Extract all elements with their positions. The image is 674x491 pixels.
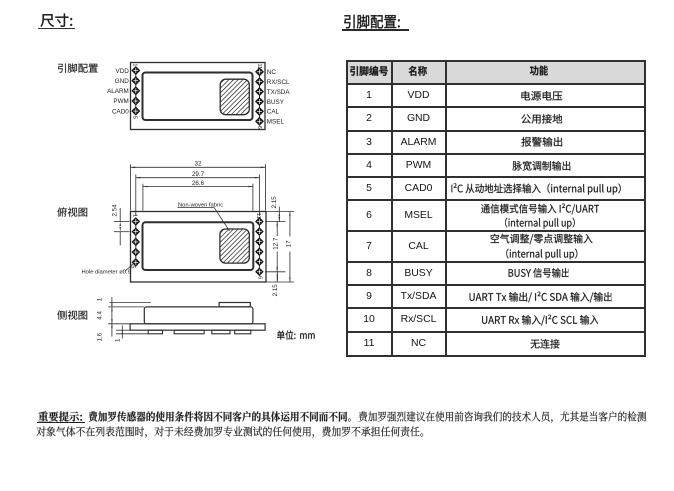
svg-text:Non-woven fabric: Non-woven fabric [178, 202, 223, 208]
svg-text:MSEL: MSEL [267, 119, 285, 126]
svg-text:GND: GND [115, 78, 129, 85]
svg-text:ALARM: ALARM [107, 88, 129, 95]
svg-text:PWM: PWM [113, 98, 128, 105]
svg-text:26.6: 26.6 [192, 180, 205, 187]
svg-text:2.15: 2.15 [272, 284, 279, 297]
svg-text:Hole diameter ø0.9: Hole diameter ø0.9 [82, 270, 131, 276]
svg-text:1.6: 1.6 [97, 332, 104, 341]
svg-text:4.4: 4.4 [97, 311, 104, 320]
svg-text:NC: NC [267, 69, 277, 76]
svg-text:RX/SCL: RX/SCL [267, 79, 290, 86]
svg-text:TX/SDA: TX/SDA [267, 89, 291, 96]
svg-text:17: 17 [285, 240, 292, 247]
svg-text:11: 11 [256, 63, 262, 69]
svg-text:5: 5 [130, 265, 136, 268]
svg-text:1: 1 [97, 297, 104, 301]
svg-text:VDD: VDD [116, 68, 130, 75]
svg-text:2.54: 2.54 [112, 204, 119, 217]
svg-text:BUSY: BUSY [267, 99, 285, 106]
svg-text:6: 6 [256, 276, 262, 279]
svg-text:1: 1 [132, 63, 138, 66]
svg-text:CAL: CAL [267, 109, 280, 116]
svg-text:29.7: 29.7 [192, 171, 205, 178]
svg-text:6: 6 [256, 126, 262, 129]
svg-text:1: 1 [131, 214, 137, 217]
svg-text:1: 1 [115, 338, 122, 342]
svg-text:32: 32 [195, 161, 202, 168]
svg-text:2.15: 2.15 [271, 196, 278, 209]
svg-text:11: 11 [255, 213, 261, 219]
svg-text:CAD0: CAD0 [112, 108, 129, 115]
svg-text:12.7: 12.7 [273, 237, 280, 250]
svg-text:5: 5 [132, 116, 138, 119]
